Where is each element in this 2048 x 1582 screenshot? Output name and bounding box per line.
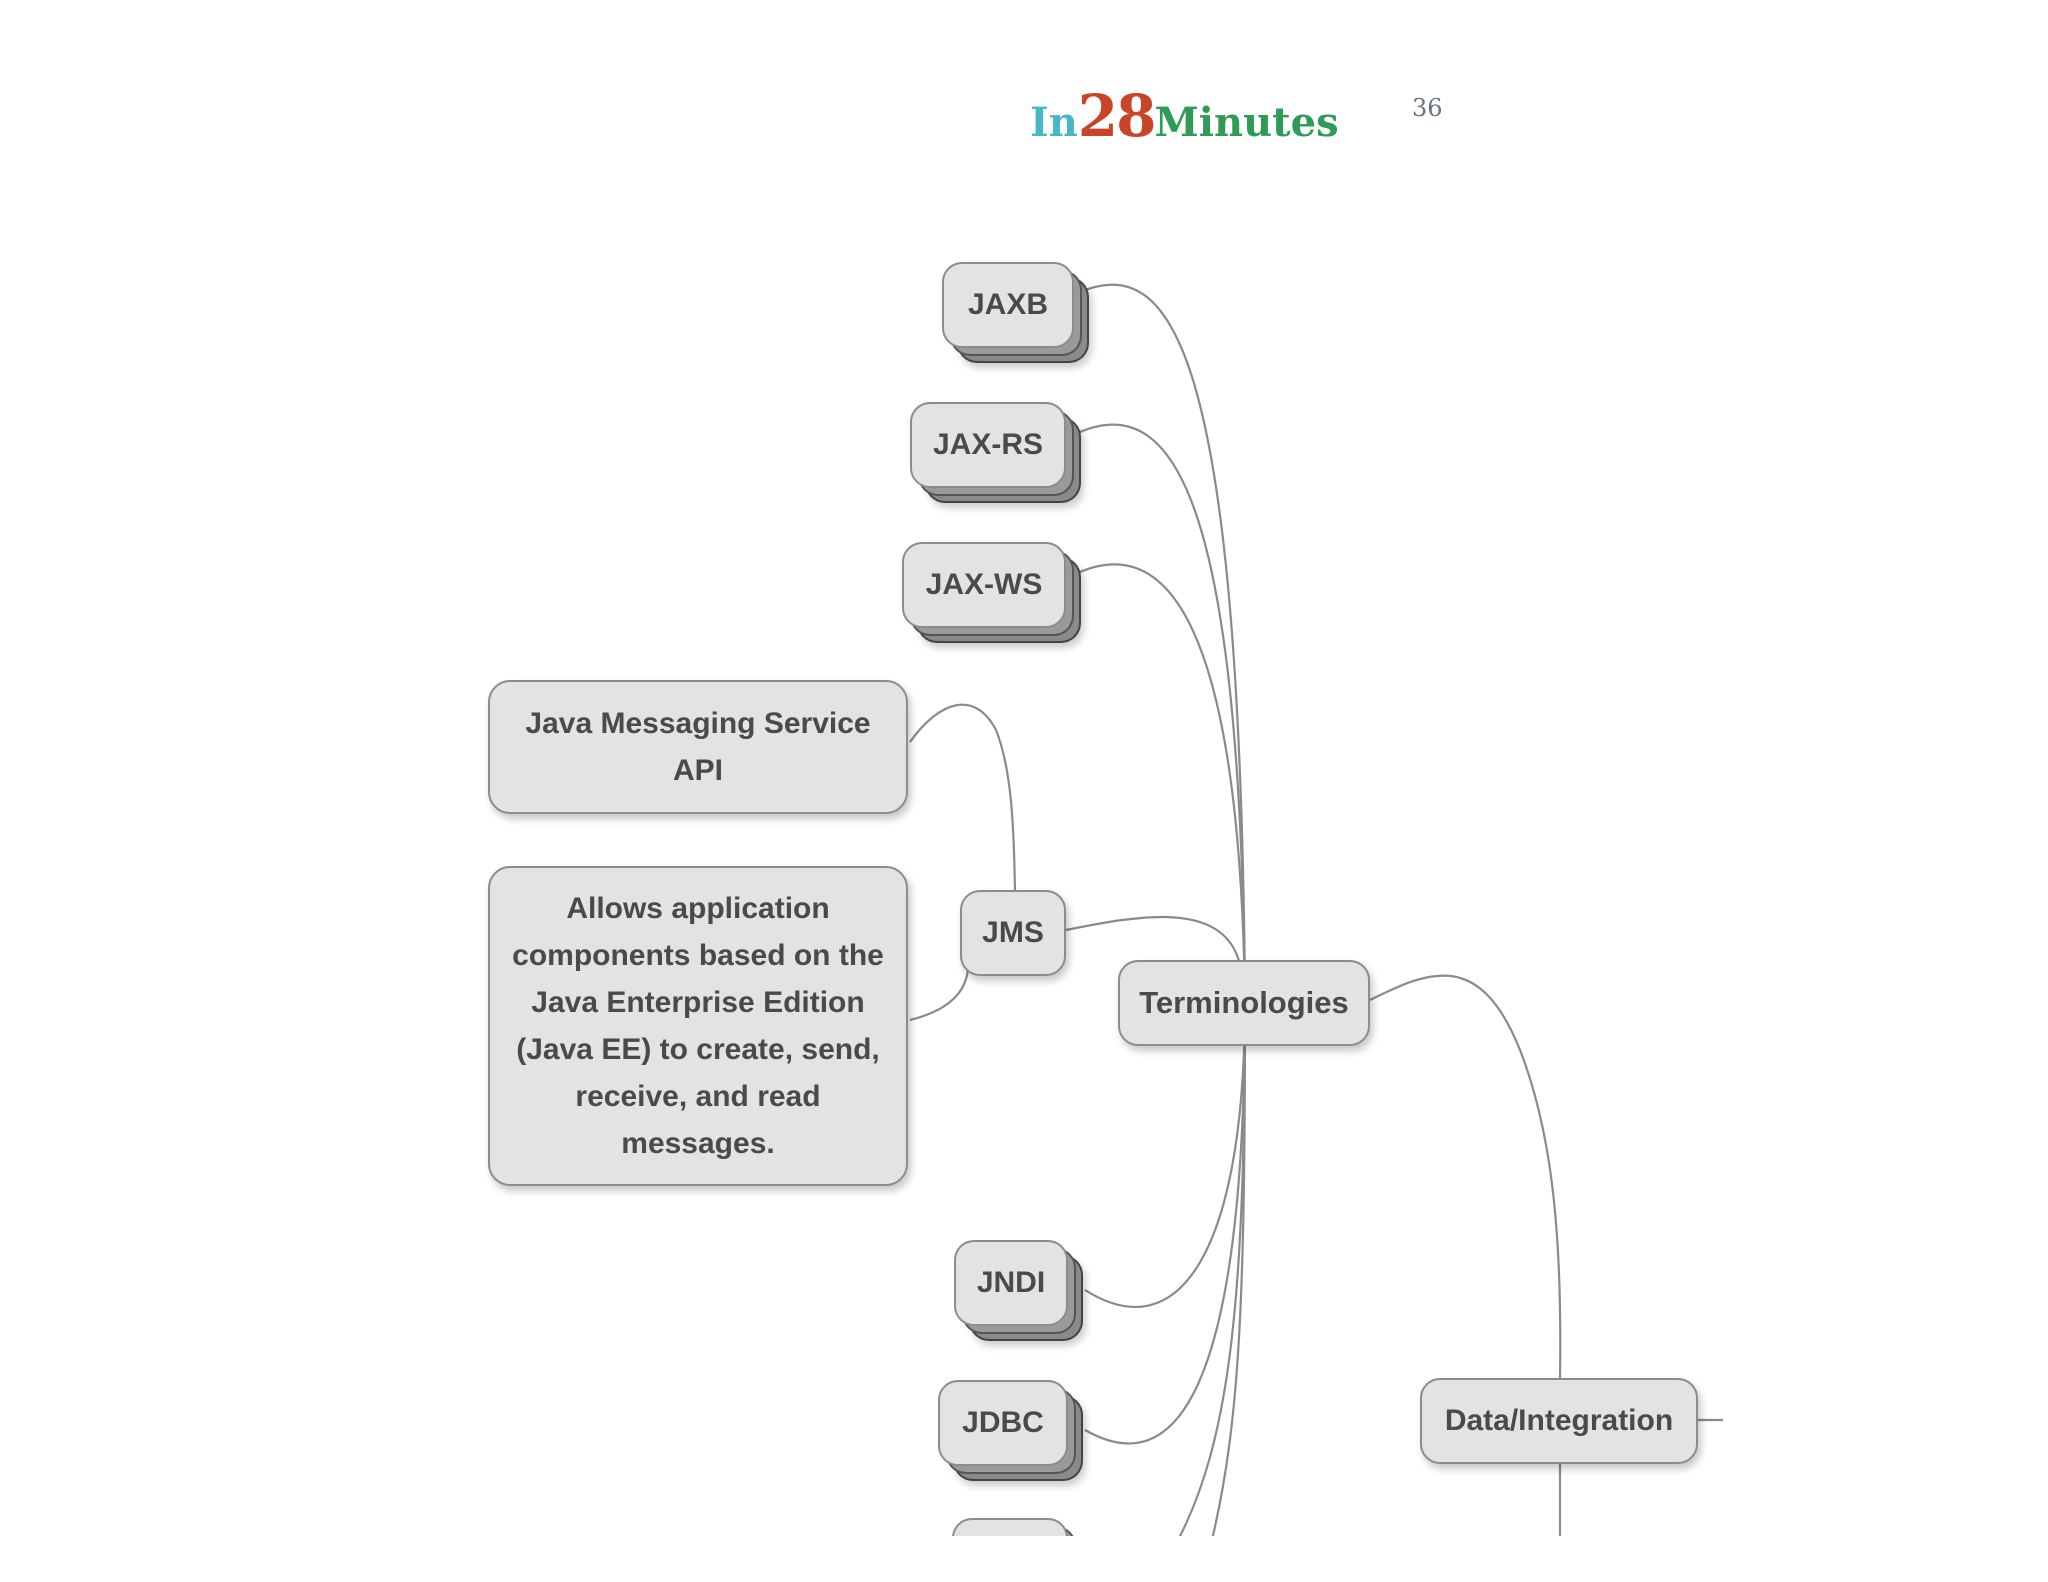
logo-in: In bbox=[1030, 99, 1078, 146]
node-jdbc[interactable]: JDBC bbox=[938, 1380, 1068, 1466]
node-jaxws[interactable]: JAX-WS bbox=[902, 542, 1066, 628]
connector-jndi bbox=[1084, 999, 1247, 1309]
connector-jms bbox=[1065, 915, 1242, 966]
mindmap-connectors bbox=[909, 283, 1723, 1536]
connector-jaxws bbox=[1079, 563, 1247, 1001]
logo-number: 28 bbox=[1077, 82, 1157, 150]
page-number: 36 bbox=[1412, 94, 1443, 122]
node-jms[interactable]: JMS bbox=[960, 890, 1066, 976]
connector-data-integration bbox=[1369, 974, 1562, 1381]
mindmap-canvas: JAXB JAX-RS JAX-WS Java Messaging Servic… bbox=[488, 262, 1723, 1536]
connector-lower-2 bbox=[1211, 999, 1247, 1536]
node-partial-hidden bbox=[952, 1518, 1068, 1536]
connector-jaxb bbox=[1079, 283, 1247, 1001]
node-jaxb[interactable]: JAXB bbox=[942, 262, 1074, 348]
connector-jms-description bbox=[909, 959, 970, 1022]
node-jms-title-note[interactable]: Java Messaging Service API bbox=[488, 680, 908, 814]
node-data-integration[interactable]: Data/Integration bbox=[1420, 1378, 1698, 1464]
connector-jdbc bbox=[1084, 999, 1247, 1445]
node-jaxrs[interactable]: JAX-RS bbox=[910, 402, 1066, 488]
connector-jaxrs bbox=[1079, 423, 1247, 1001]
logo-minutes: Minutes bbox=[1154, 99, 1339, 146]
connector-jms-title bbox=[909, 703, 1017, 893]
node-terminologies[interactable]: Terminologies bbox=[1118, 960, 1370, 1046]
connector-lower-1 bbox=[1178, 999, 1247, 1536]
node-jndi[interactable]: JNDI bbox=[954, 1240, 1068, 1326]
node-jms-description-note[interactable]: Allows application components based on t… bbox=[488, 866, 908, 1186]
